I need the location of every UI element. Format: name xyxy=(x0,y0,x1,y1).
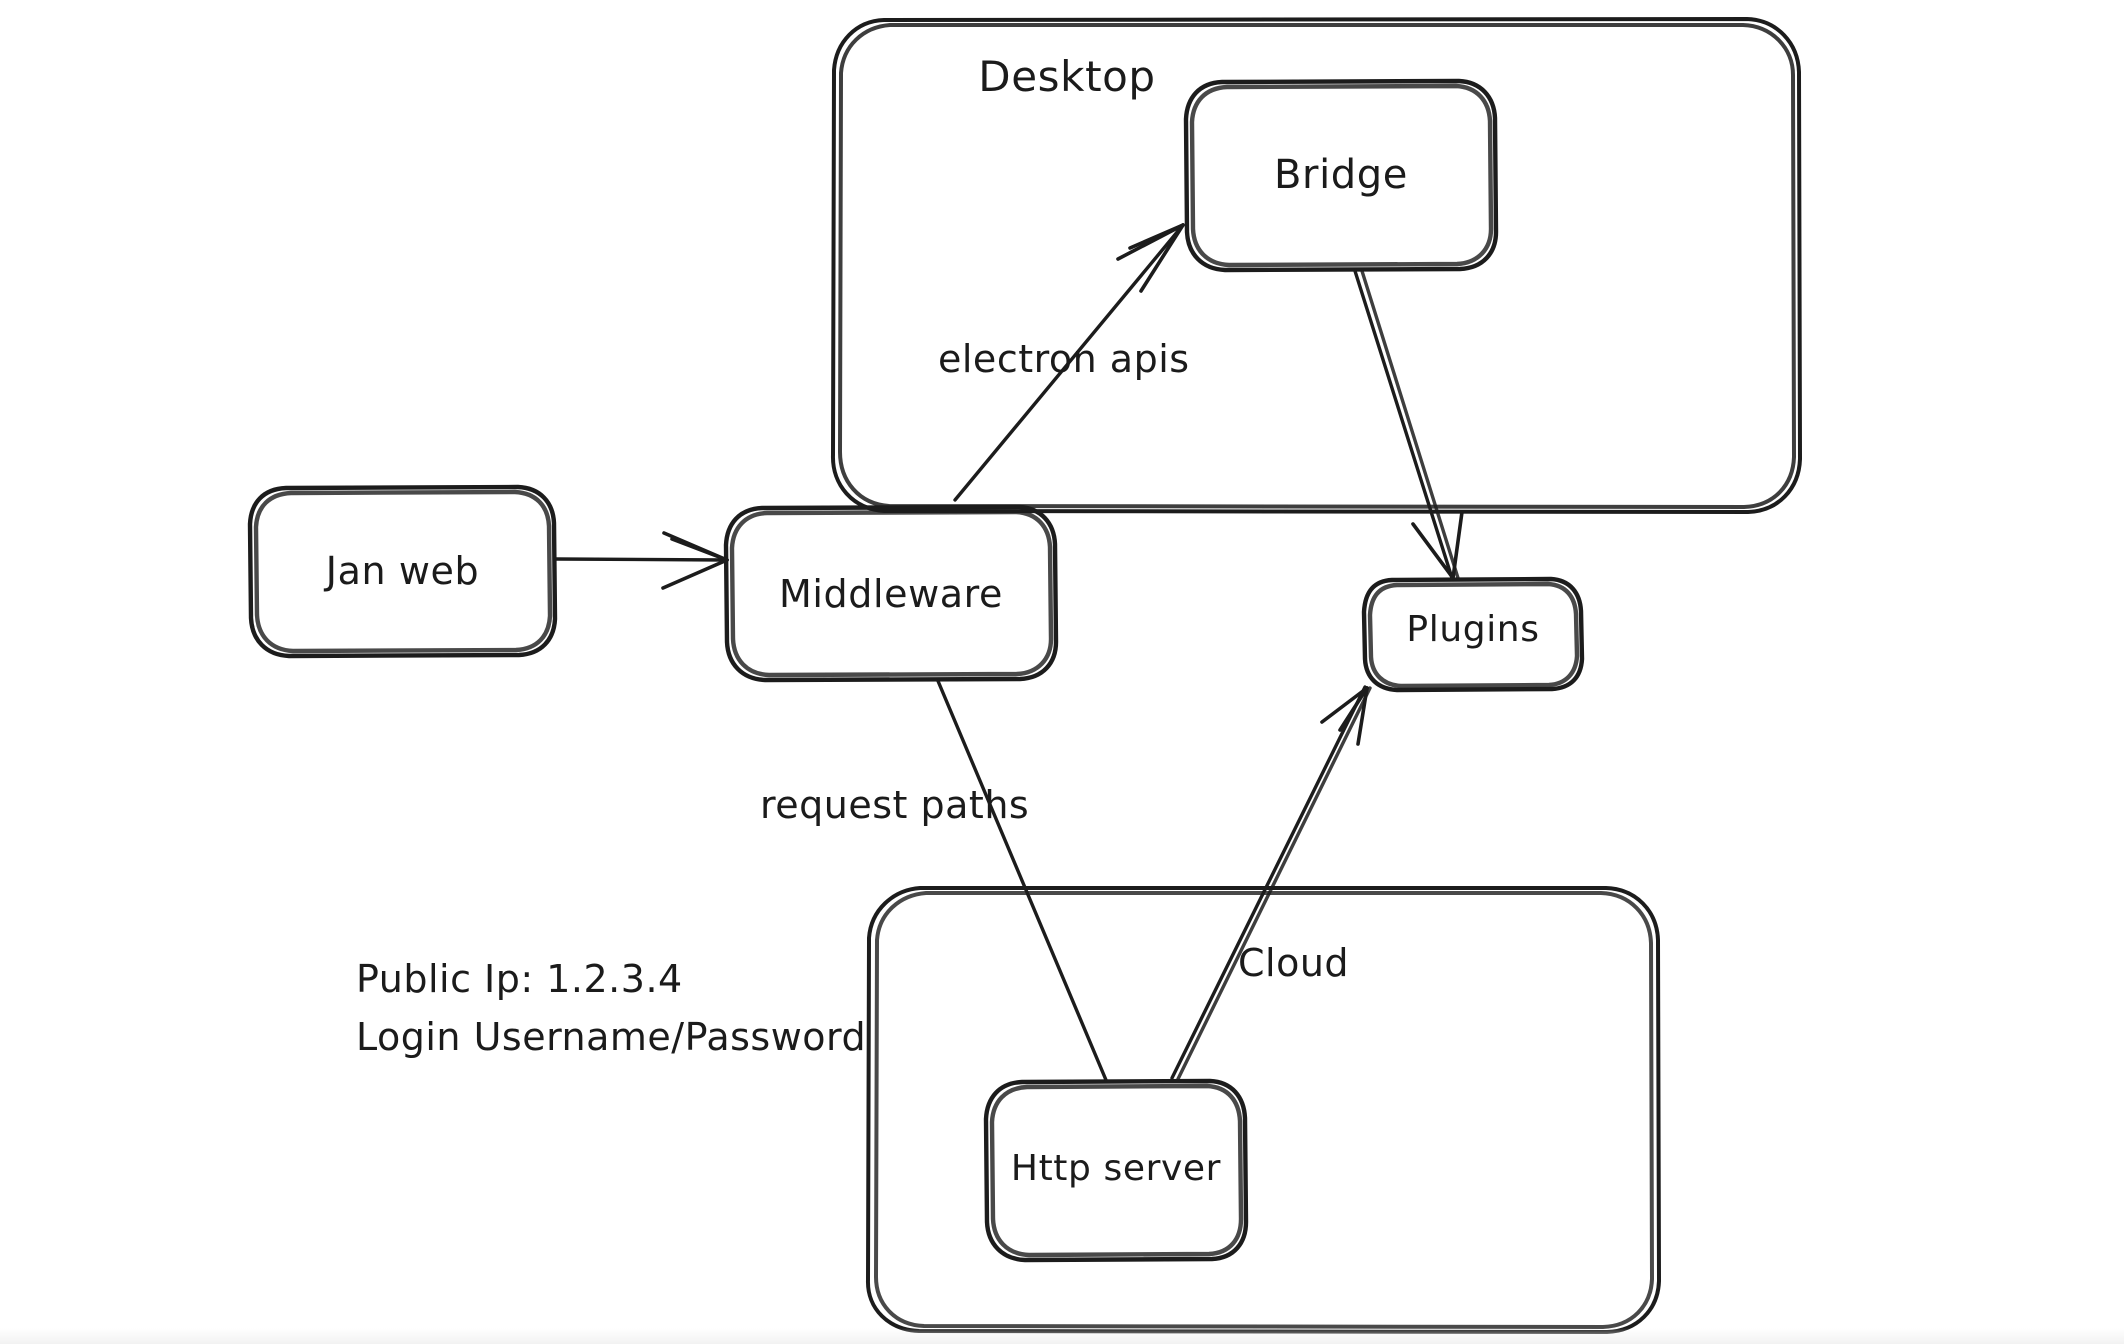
edge-http-server-to-plugins xyxy=(1170,685,1372,1081)
node-label-plugins[interactable]: Plugins xyxy=(1406,609,1540,650)
edge-bridge-to-plugins xyxy=(1353,269,1464,580)
edge-jan-web-to-middleware xyxy=(554,531,729,590)
node-label-middleware[interactable]: Middleware xyxy=(778,572,1004,616)
node-middleware-shape xyxy=(723,504,1059,683)
annotation-public-ip-line2: Login Username/Password xyxy=(356,1015,867,1059)
annotation-cloud: Cloud xyxy=(1238,941,1350,985)
node-plugins-shape xyxy=(1361,576,1585,693)
container-desktop xyxy=(830,17,1802,514)
edge-middleware-to-bridge xyxy=(953,223,1185,502)
node-label-bridge[interactable]: Bridge xyxy=(1274,152,1408,198)
node-label-jan-web[interactable]: Jan web xyxy=(325,549,480,593)
annotation-request-paths: request paths xyxy=(760,783,1030,827)
node-bridge-shape xyxy=(1183,78,1499,273)
node-http-server-shape xyxy=(983,1078,1249,1263)
container-label-desktop: Desktop xyxy=(978,52,1156,101)
node-label-http-server[interactable]: Http server xyxy=(1010,1148,1222,1189)
node-jan-web-shape xyxy=(247,484,558,659)
annotation-public-ip-line1: Public Ip: 1.2.3.4 xyxy=(356,957,683,1001)
bottom-fade-strip xyxy=(0,1328,2124,1344)
annotation-electron-apis: electron apis xyxy=(938,337,1190,381)
edge-http-server-to-middleware xyxy=(936,679,1108,1082)
